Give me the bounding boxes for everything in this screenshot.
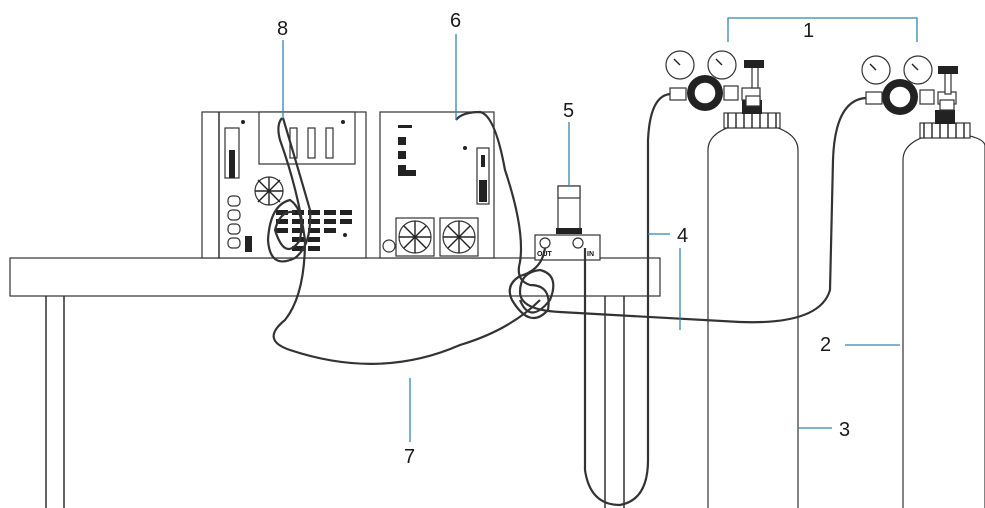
hose-cylinder-to-coil [518, 96, 867, 324]
callout-1-label: 1 [803, 20, 814, 42]
leader-1 [727, 17, 918, 42]
transfer-line-loop [272, 117, 541, 365]
callout-6-label: 6 [450, 10, 461, 32]
callout-7-label: 7 [404, 446, 415, 468]
hose-cylinder-to-purifier [583, 92, 671, 507]
purifier-in-label: IN [587, 251, 594, 258]
callout-4-label: 4 [677, 225, 688, 247]
gc-fan-right-icon [439, 217, 479, 257]
ms-top-panel [258, 111, 356, 165]
gas-cylinder-right [902, 110, 985, 508]
hose-purifier-to-gc [455, 110, 550, 320]
instrument-coil [266, 117, 312, 263]
purifier-out-label: OUT [537, 251, 553, 258]
callout-2-label: 2 [820, 334, 831, 356]
mass-spectrometer-unit [201, 111, 367, 259]
gas-chromatograph-unit [379, 111, 495, 259]
pressure-regulator-right [861, 55, 958, 115]
ms-fan-icon [254, 176, 284, 206]
gas-purifier: OUT IN [534, 185, 601, 261]
gc-fan-left-icon [395, 217, 435, 257]
callout-leaders [282, 17, 918, 442]
gc-knob-icon [382, 239, 396, 253]
gas-cylinder-left [707, 100, 799, 508]
callout-8-label: 8 [277, 18, 288, 40]
ms-vent-grid [276, 210, 352, 251]
table-top [9, 257, 661, 297]
callout-3-label: 3 [839, 419, 850, 441]
lab-table [9, 257, 661, 508]
pressure-regulator-left [665, 50, 764, 111]
gas-lines [266, 92, 867, 507]
callout-5-label: 5 [563, 100, 574, 122]
